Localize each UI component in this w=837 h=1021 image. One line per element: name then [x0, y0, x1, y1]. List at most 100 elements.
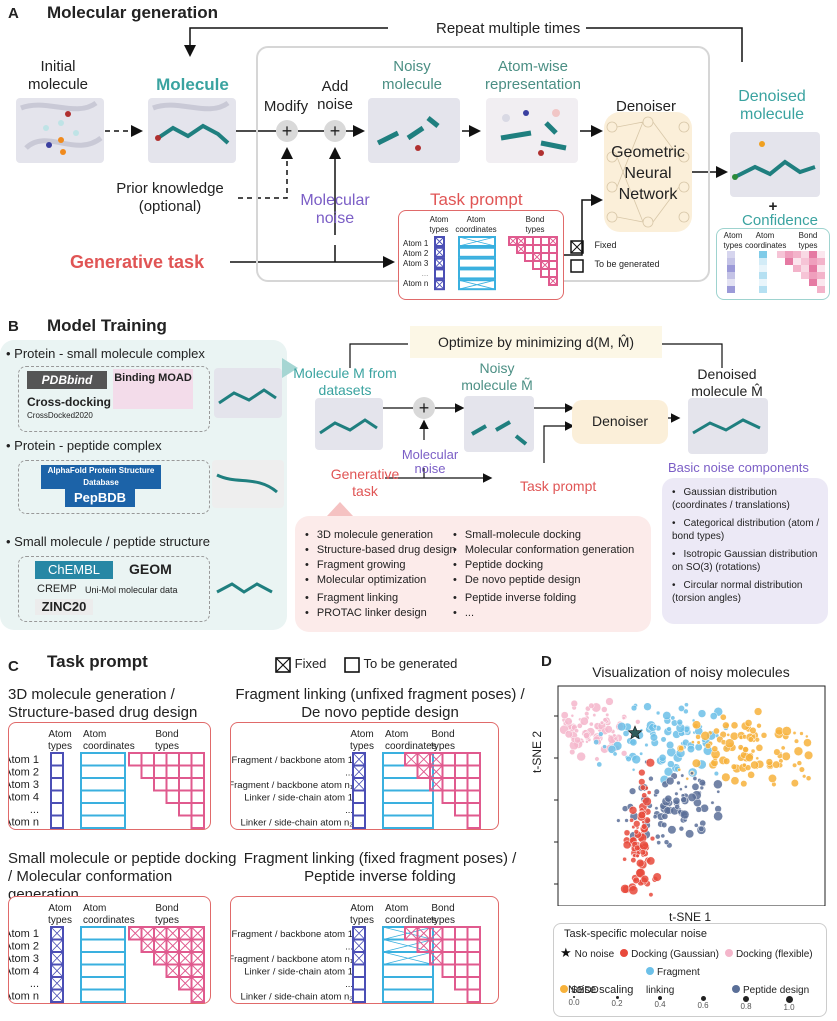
- scatter-point: [663, 767, 674, 777]
- denoised-molecule-image: [730, 132, 820, 197]
- bond-type-cell: [178, 963, 193, 978]
- scatter-point: [628, 787, 637, 795]
- scatter-point: [637, 811, 646, 820]
- scatter-point: [678, 745, 684, 752]
- bond-type-cell: [429, 926, 444, 941]
- bond-type-cell: [416, 764, 431, 779]
- bond-type-cell: [416, 752, 431, 767]
- pepbdb-logo: PepBDB: [65, 489, 135, 507]
- scatter-point: [631, 767, 636, 772]
- scatter-point: [790, 779, 799, 788]
- header-atom-types: Atom: [48, 729, 71, 740]
- scatter-point: [655, 833, 661, 840]
- header-atom-coords: coordinates: [83, 741, 135, 752]
- scatter-point: [569, 748, 576, 756]
- scatter-point: [654, 806, 659, 811]
- scatter-point: [620, 884, 630, 894]
- bond-type-cell: [153, 951, 168, 966]
- legend-item: Peptide design: [732, 982, 812, 1000]
- bond-type-cell: [441, 789, 456, 804]
- legend-dot-icon: [560, 985, 568, 993]
- scatter-point: [583, 732, 590, 739]
- confidence-heatmap: [727, 251, 825, 293]
- scatter-point: [685, 829, 695, 839]
- empty-box-icon: [344, 656, 360, 673]
- b-molecular-noise-label: Molecular noise: [401, 447, 459, 476]
- row-label: ...: [345, 979, 353, 990]
- legend-dot-icon: [646, 967, 654, 975]
- panel-b-arrows: [349, 343, 723, 483]
- scatter-point: [710, 800, 715, 805]
- atom-type-cell: [352, 764, 366, 779]
- scatter-point: [741, 762, 747, 768]
- bond-type-cell: [140, 938, 155, 953]
- scatter-point: [713, 727, 720, 735]
- atom-type-cell: [352, 752, 366, 767]
- atom-type-cell: [50, 963, 64, 978]
- denoised-m-image: [688, 398, 768, 454]
- conf-type-cell: [727, 279, 735, 286]
- atom-coord-cell: [382, 988, 434, 1003]
- atom-coord-cell: [382, 963, 434, 978]
- header-bond-types: types: [155, 915, 179, 926]
- chembl-logo: ChEMBL: [35, 561, 113, 579]
- scatter-point: [656, 840, 662, 845]
- b-task-prompt-label: Task prompt: [520, 478, 597, 494]
- conf-bond-cell: [793, 251, 801, 258]
- scatter-point: [726, 733, 731, 737]
- scatter-point: [622, 856, 627, 862]
- task-item: Peptide inverse folding: [453, 591, 634, 606]
- repeat-line-right: [570, 27, 743, 62]
- bond-type-cell: [466, 752, 481, 767]
- atom-type-cell: [352, 951, 366, 966]
- legend-dot-icon: [732, 985, 740, 993]
- scatter-point: [629, 817, 634, 823]
- scatter-point: [665, 776, 675, 786]
- atom-type-cell: [352, 976, 366, 991]
- bond-type-cell: [190, 777, 205, 792]
- atomwise-label: Atom-wise representation: [485, 58, 581, 93]
- scatter-point: [564, 730, 573, 739]
- bond-type-cell: [532, 260, 542, 270]
- bond-type-cell: [429, 752, 444, 767]
- atom-coord-cell: [80, 951, 126, 966]
- denoised-m-label: Denoised molecule M̂: [691, 366, 763, 399]
- scatter-point: [803, 738, 812, 748]
- bond-type-cell: [441, 764, 456, 779]
- scatter-point: [649, 835, 656, 842]
- scatter-point: [755, 744, 764, 752]
- scatter-point: [584, 711, 590, 717]
- scatter-point: [686, 745, 695, 753]
- atom-coord-cell: [80, 764, 126, 779]
- fixed-box-icon: [570, 240, 584, 254]
- initial-molecule-label: Initial molecule: [27, 58, 89, 93]
- molecular-noise-label: Molecular noise: [300, 192, 370, 227]
- confidence-matrix: Atom types Atom coordinates Bond types: [716, 228, 830, 300]
- scatter-point: [621, 716, 626, 720]
- bond-type-cell: [178, 789, 193, 804]
- conf-coord-cell: [759, 272, 767, 279]
- scatter-point: [666, 740, 675, 750]
- header-atom-coords: Atom coordinates: [455, 215, 497, 234]
- header-bond-types: types: [155, 741, 179, 752]
- atom-coord-cell: [458, 236, 496, 247]
- size-legend-item: 1.0: [777, 996, 801, 1012]
- bond-type-cell: [516, 244, 526, 254]
- conf-bond-cell: [801, 265, 809, 272]
- header-atom-types: types: [48, 915, 72, 926]
- scatter-point: [643, 702, 652, 711]
- scatter-point: [674, 791, 679, 796]
- scatter-point: [646, 790, 652, 795]
- scatter-point: [628, 885, 639, 896]
- scatter-point: [623, 829, 631, 837]
- legend-fixed: Fixed: [294, 656, 327, 671]
- scatter-point: [695, 806, 702, 813]
- no-noise-star-marker: [627, 725, 643, 740]
- scatter-point: [664, 794, 673, 803]
- plus-sign: +: [768, 198, 778, 215]
- bond-type-cell: [190, 802, 205, 817]
- bond-type-cell: [466, 802, 481, 817]
- molecule-label: Molecule: [156, 75, 229, 94]
- atom-coord-cell: [458, 246, 496, 258]
